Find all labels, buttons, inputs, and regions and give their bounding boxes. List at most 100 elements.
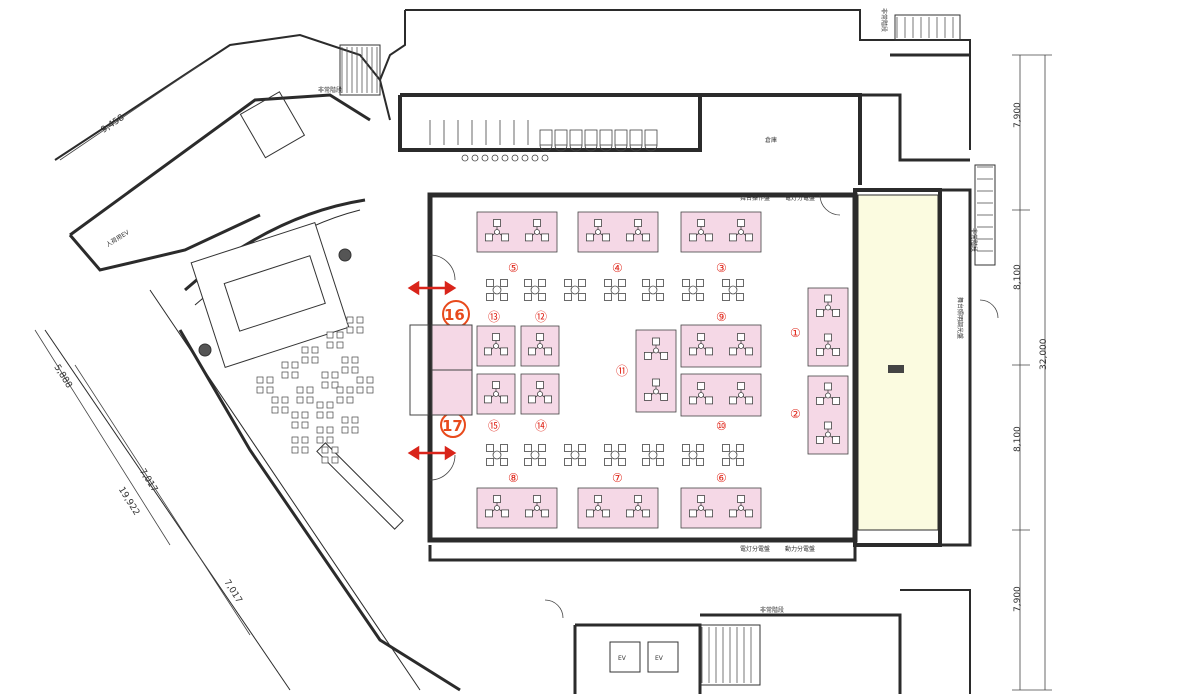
chair-cluster-icon <box>528 333 552 356</box>
chair-cluster-icon <box>816 333 840 356</box>
banquet-table <box>476 487 558 529</box>
label-stage-ops: 舞台操作盤 <box>740 194 770 202</box>
chair-cluster-icon <box>301 346 319 364</box>
table-number-2: ② <box>790 407 801 421</box>
doors <box>429 194 999 619</box>
chair-cluster-icon <box>326 331 344 349</box>
banquet-table <box>476 211 558 253</box>
banquet-table <box>680 373 762 417</box>
dim-7017a: 7,017 <box>137 467 159 494</box>
chair-cluster-icon <box>586 219 610 242</box>
chair-cluster-icon <box>291 411 309 429</box>
banquet-table <box>680 487 762 529</box>
banquet-table <box>577 487 659 529</box>
chair-cluster-icon <box>722 444 744 466</box>
label-right-panel: 舞台照明調光盤 <box>956 297 964 339</box>
chair-cluster-icon <box>256 376 274 394</box>
handwritten-16: 16 <box>444 306 465 324</box>
table-number-9: ⑨ <box>716 310 727 324</box>
chair-cluster-icon <box>291 436 309 454</box>
label-power-panel: 動力分電盤 <box>785 545 815 553</box>
table-number-8: ⑧ <box>508 471 519 485</box>
chair-cluster-icon <box>316 401 334 419</box>
chair-cluster-icon <box>682 444 704 466</box>
chair-cluster-icon <box>644 378 668 401</box>
chair-cluster-icon <box>689 219 713 242</box>
chair-cluster-icon <box>356 376 374 394</box>
ev-boxes <box>609 641 679 673</box>
chair-cluster-icon <box>604 444 626 466</box>
chair-cluster-icon <box>525 219 549 242</box>
chair-cluster-icon <box>524 444 546 466</box>
chair-cluster-icon <box>604 279 626 301</box>
table-number-5: ⑤ <box>508 261 519 275</box>
dim-32000: 32,000 <box>1039 338 1049 370</box>
chair-cluster-icon <box>816 421 840 444</box>
banquet-table <box>577 211 659 253</box>
table-number-7: ⑦ <box>612 471 623 485</box>
chair-cluster-icon <box>321 446 339 464</box>
dim-7017b: 7,017 <box>222 578 244 605</box>
dimension-lines <box>34 54 1052 691</box>
chair-cluster-icon <box>271 396 289 414</box>
chair-cluster-icon <box>722 279 744 301</box>
table-number-12: ⑫ <box>535 310 547 324</box>
chair-cluster-icon <box>689 495 713 518</box>
chair-cluster-icon <box>644 337 668 360</box>
chair-cluster-icon <box>689 333 713 356</box>
table-numbers: ① ② ③ ④ ⑤ ⑥ ⑦ ⑧ ⑨ ⑩ ⑪ ⑫ ⑬ ⑭ ⑮ <box>488 261 801 485</box>
table-number-1: ① <box>790 326 801 340</box>
label-ev-right: EV <box>655 655 664 662</box>
banquet-table <box>680 211 762 253</box>
dim-8100-a: 8,100 <box>1013 264 1023 290</box>
dim-9458: 9,458 <box>99 113 126 136</box>
chair-cluster-icon <box>346 316 364 334</box>
label-stairs-right: 非常階段 <box>970 228 978 252</box>
label-stairs-top-right: 非常階段 <box>880 8 888 32</box>
chair-cluster-icon <box>586 495 610 518</box>
lobby <box>190 221 404 530</box>
banquet-tables <box>439 211 849 529</box>
chair-cluster-icon <box>524 279 546 301</box>
chair-cluster-icon <box>816 294 840 317</box>
chair-cluster-icon <box>341 356 359 374</box>
table-number-13: ⑬ <box>488 310 500 324</box>
chair-cluster-icon <box>525 495 549 518</box>
lobby-chairs <box>256 316 374 464</box>
chair-cluster-icon <box>626 495 650 518</box>
label-ev-left: EV <box>618 655 627 662</box>
table-number-6: ⑥ <box>716 471 727 485</box>
chair-cluster-icon <box>564 279 586 301</box>
stairs <box>239 14 996 686</box>
label-light-panel-bottom: 電灯分電盤 <box>740 545 770 553</box>
table-number-14: ⑭ <box>535 419 547 433</box>
chair-cluster-icon <box>564 444 586 466</box>
chair-cluster-icon <box>483 333 509 356</box>
double-arrow-icon <box>407 280 457 296</box>
chair-cluster-icon <box>484 495 510 518</box>
table-number-15: ⑮ <box>488 419 500 433</box>
chair-cluster-icon <box>816 382 840 405</box>
chair-cluster-icon <box>729 382 753 405</box>
chair-cluster-icon <box>316 426 334 444</box>
chair-cluster-icon <box>642 279 664 301</box>
chair-cluster-icon <box>321 371 339 389</box>
dim-7900-top: 7,900 <box>1013 102 1023 128</box>
chair-cluster-icon <box>483 381 509 404</box>
chair-cluster-icon <box>729 219 753 242</box>
double-arrow-icon <box>407 445 457 461</box>
label-stairs-top-left: 非常階段 <box>318 86 342 94</box>
dim-8100-b: 8,100 <box>1013 426 1023 452</box>
table-number-10: ⑩ <box>716 419 727 433</box>
table-number-4: ④ <box>612 261 623 275</box>
chair-cluster-icon <box>682 279 704 301</box>
chair-cluster-icon <box>341 416 359 434</box>
dim-19922: 19,922 <box>116 485 141 517</box>
toilet-fixtures <box>429 120 658 162</box>
label-light-panel-top: 電灯分電盤 <box>785 194 815 202</box>
table-number-11: ⑪ <box>616 364 628 378</box>
chair-cluster-icon <box>626 219 650 242</box>
chair-cluster-icon <box>281 361 299 379</box>
chair-cluster-icon <box>729 495 753 518</box>
